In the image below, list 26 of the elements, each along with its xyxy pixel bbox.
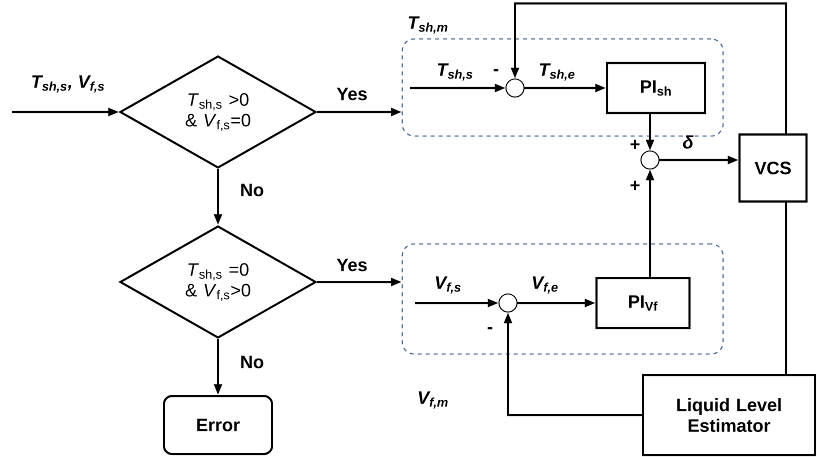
- edge-label: Yes: [336, 88, 367, 100]
- edge-label: No: [241, 356, 264, 368]
- dashed-group-box: [402, 243, 724, 355]
- sign-label: -: [494, 69, 498, 72]
- edge-label: T$_{sh,m}$: [408, 16, 448, 34]
- edge-label: δ: [683, 135, 694, 149]
- edge-label: No: [241, 184, 264, 196]
- edge-label: T$_{sh,s}$, V$_{f,s}$: [32, 75, 104, 93]
- edge-label: V$_{f,s}$: [436, 276, 461, 294]
- edge-label: V$_{f,e}$: [532, 276, 558, 294]
- edge-label: Yes: [336, 258, 367, 272]
- edge-label: V$_{f,m}$: [418, 391, 448, 409]
- sign-label: +: [630, 140, 640, 149]
- controller-box: PI$_{Vf}$: [595, 276, 691, 330]
- summing-junction: [640, 150, 660, 170]
- controller-box: PI$_{sh}$: [606, 62, 706, 114]
- process-box: VCS: [738, 133, 808, 203]
- dashed-group-box: [402, 38, 724, 137]
- sign-label: -: [488, 327, 492, 330]
- summing-junction: [498, 293, 518, 313]
- summing-junction: [505, 78, 525, 98]
- sign-label: +: [630, 180, 640, 190]
- process-box: Liquid Level Estimator: [642, 374, 816, 456]
- terminal-box: Error: [162, 394, 274, 456]
- edge-label: T$_{sh,s}$: [438, 63, 472, 81]
- edge-label: T$_{sh,e}$: [540, 63, 574, 81]
